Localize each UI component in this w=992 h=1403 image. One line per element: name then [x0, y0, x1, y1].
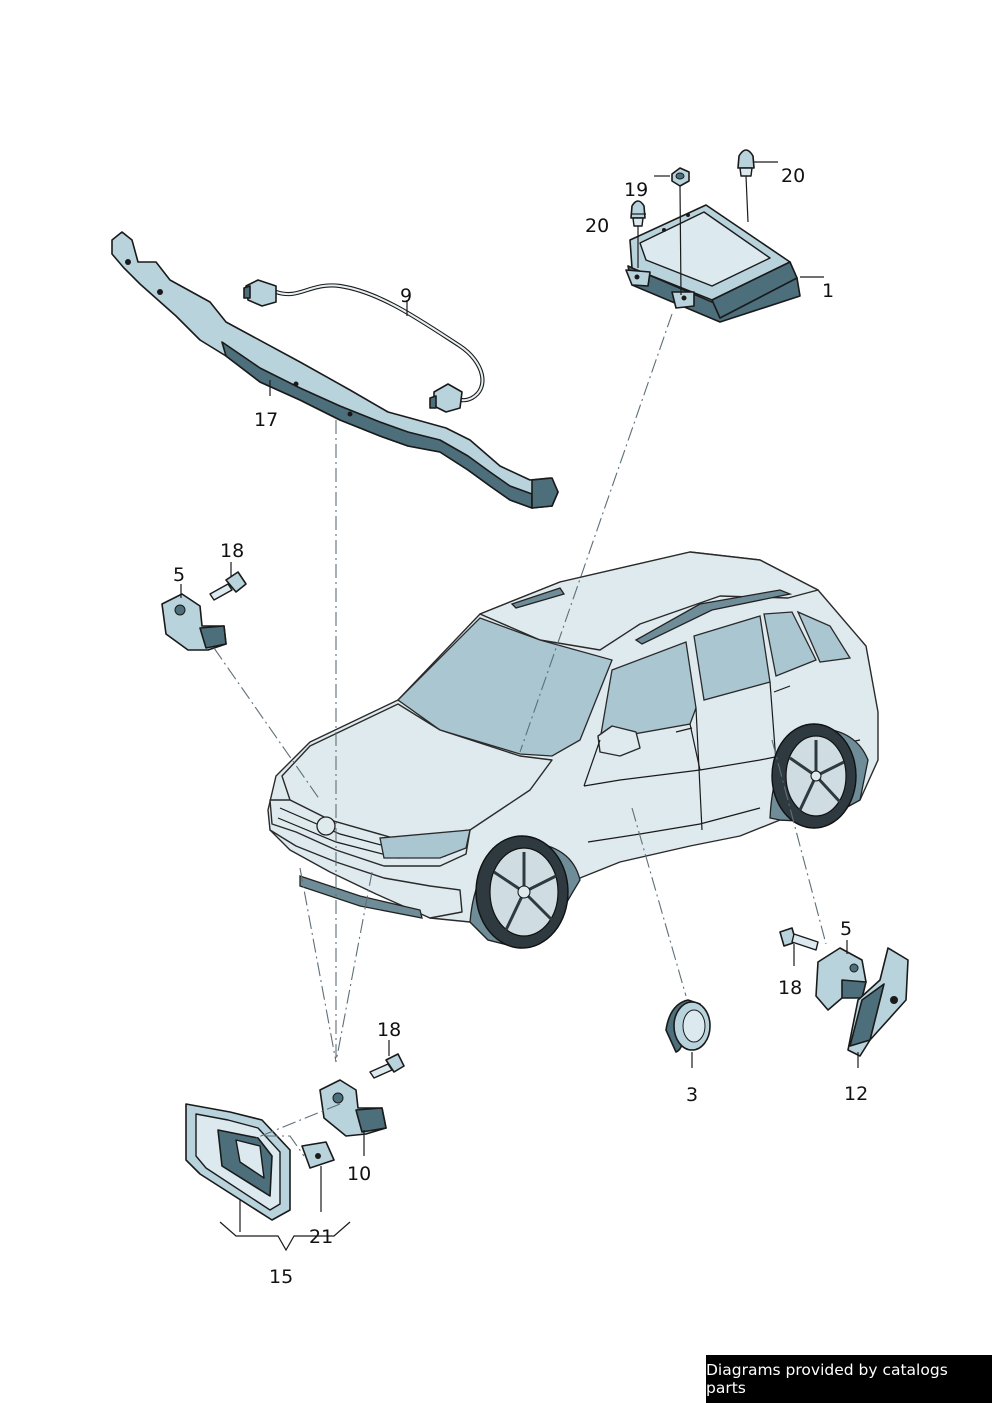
callout-17: 17 — [254, 409, 278, 431]
callout-18-right: 18 — [778, 977, 802, 999]
vehicle-illustration — [267, 551, 879, 949]
crash-sensor-part-5-left — [161, 593, 227, 651]
cross-member-part-17 — [111, 231, 559, 509]
callout-20-right: 20 — [781, 165, 805, 187]
callout-leaders — [180, 161, 859, 1252]
control-unit-part-1 — [625, 204, 801, 323]
leader-lines — [213, 313, 827, 1157]
callout-21: 21 — [309, 1226, 333, 1248]
bracket-part-15 — [185, 1103, 291, 1221]
callout-18-left: 18 — [220, 540, 244, 562]
bolt-part-18-right — [779, 927, 819, 951]
callout-9: 9 — [400, 285, 412, 307]
callout-10: 10 — [347, 1163, 371, 1185]
callout-15: 15 — [269, 1266, 293, 1288]
footer-credit: Diagrams provided by catalogs parts — [706, 1355, 992, 1403]
callout-18-bottom: 18 — [377, 1019, 401, 1041]
nut-part-19 — [671, 167, 690, 296]
callout-12: 12 — [844, 1083, 868, 1105]
sensor-part-3 — [665, 999, 711, 1053]
callout-labels: 1 3 5 5 9 10 12 15 17 18 18 18 19 20 20 … — [173, 165, 868, 1288]
callout-1: 1 — [822, 280, 834, 302]
bolt-part-18-bottom — [369, 1053, 405, 1079]
crash-sensor-part-10 — [319, 1079, 387, 1137]
callout-5-right: 5 — [840, 918, 852, 940]
callout-20-left: 20 — [585, 215, 609, 237]
callout-5-left: 5 — [173, 564, 185, 586]
bolt-part-18-left — [209, 571, 247, 601]
clip-nut-part-21 — [301, 1141, 335, 1212]
callout-3: 3 — [686, 1084, 698, 1106]
callout-19: 19 — [624, 179, 648, 201]
wiring-harness-part-9 — [243, 279, 485, 413]
bolt-part-20b — [737, 149, 755, 223]
bracket-part-12 — [847, 947, 909, 1057]
